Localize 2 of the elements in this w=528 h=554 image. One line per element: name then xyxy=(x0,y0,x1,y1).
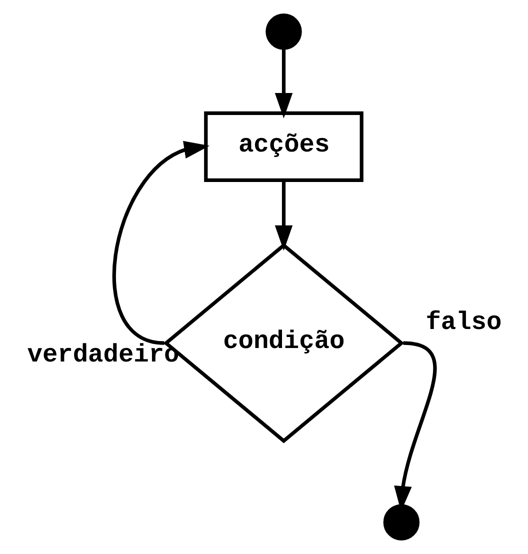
edge-label: falso xyxy=(425,308,502,338)
edge-label: verdadeiro xyxy=(26,340,179,370)
